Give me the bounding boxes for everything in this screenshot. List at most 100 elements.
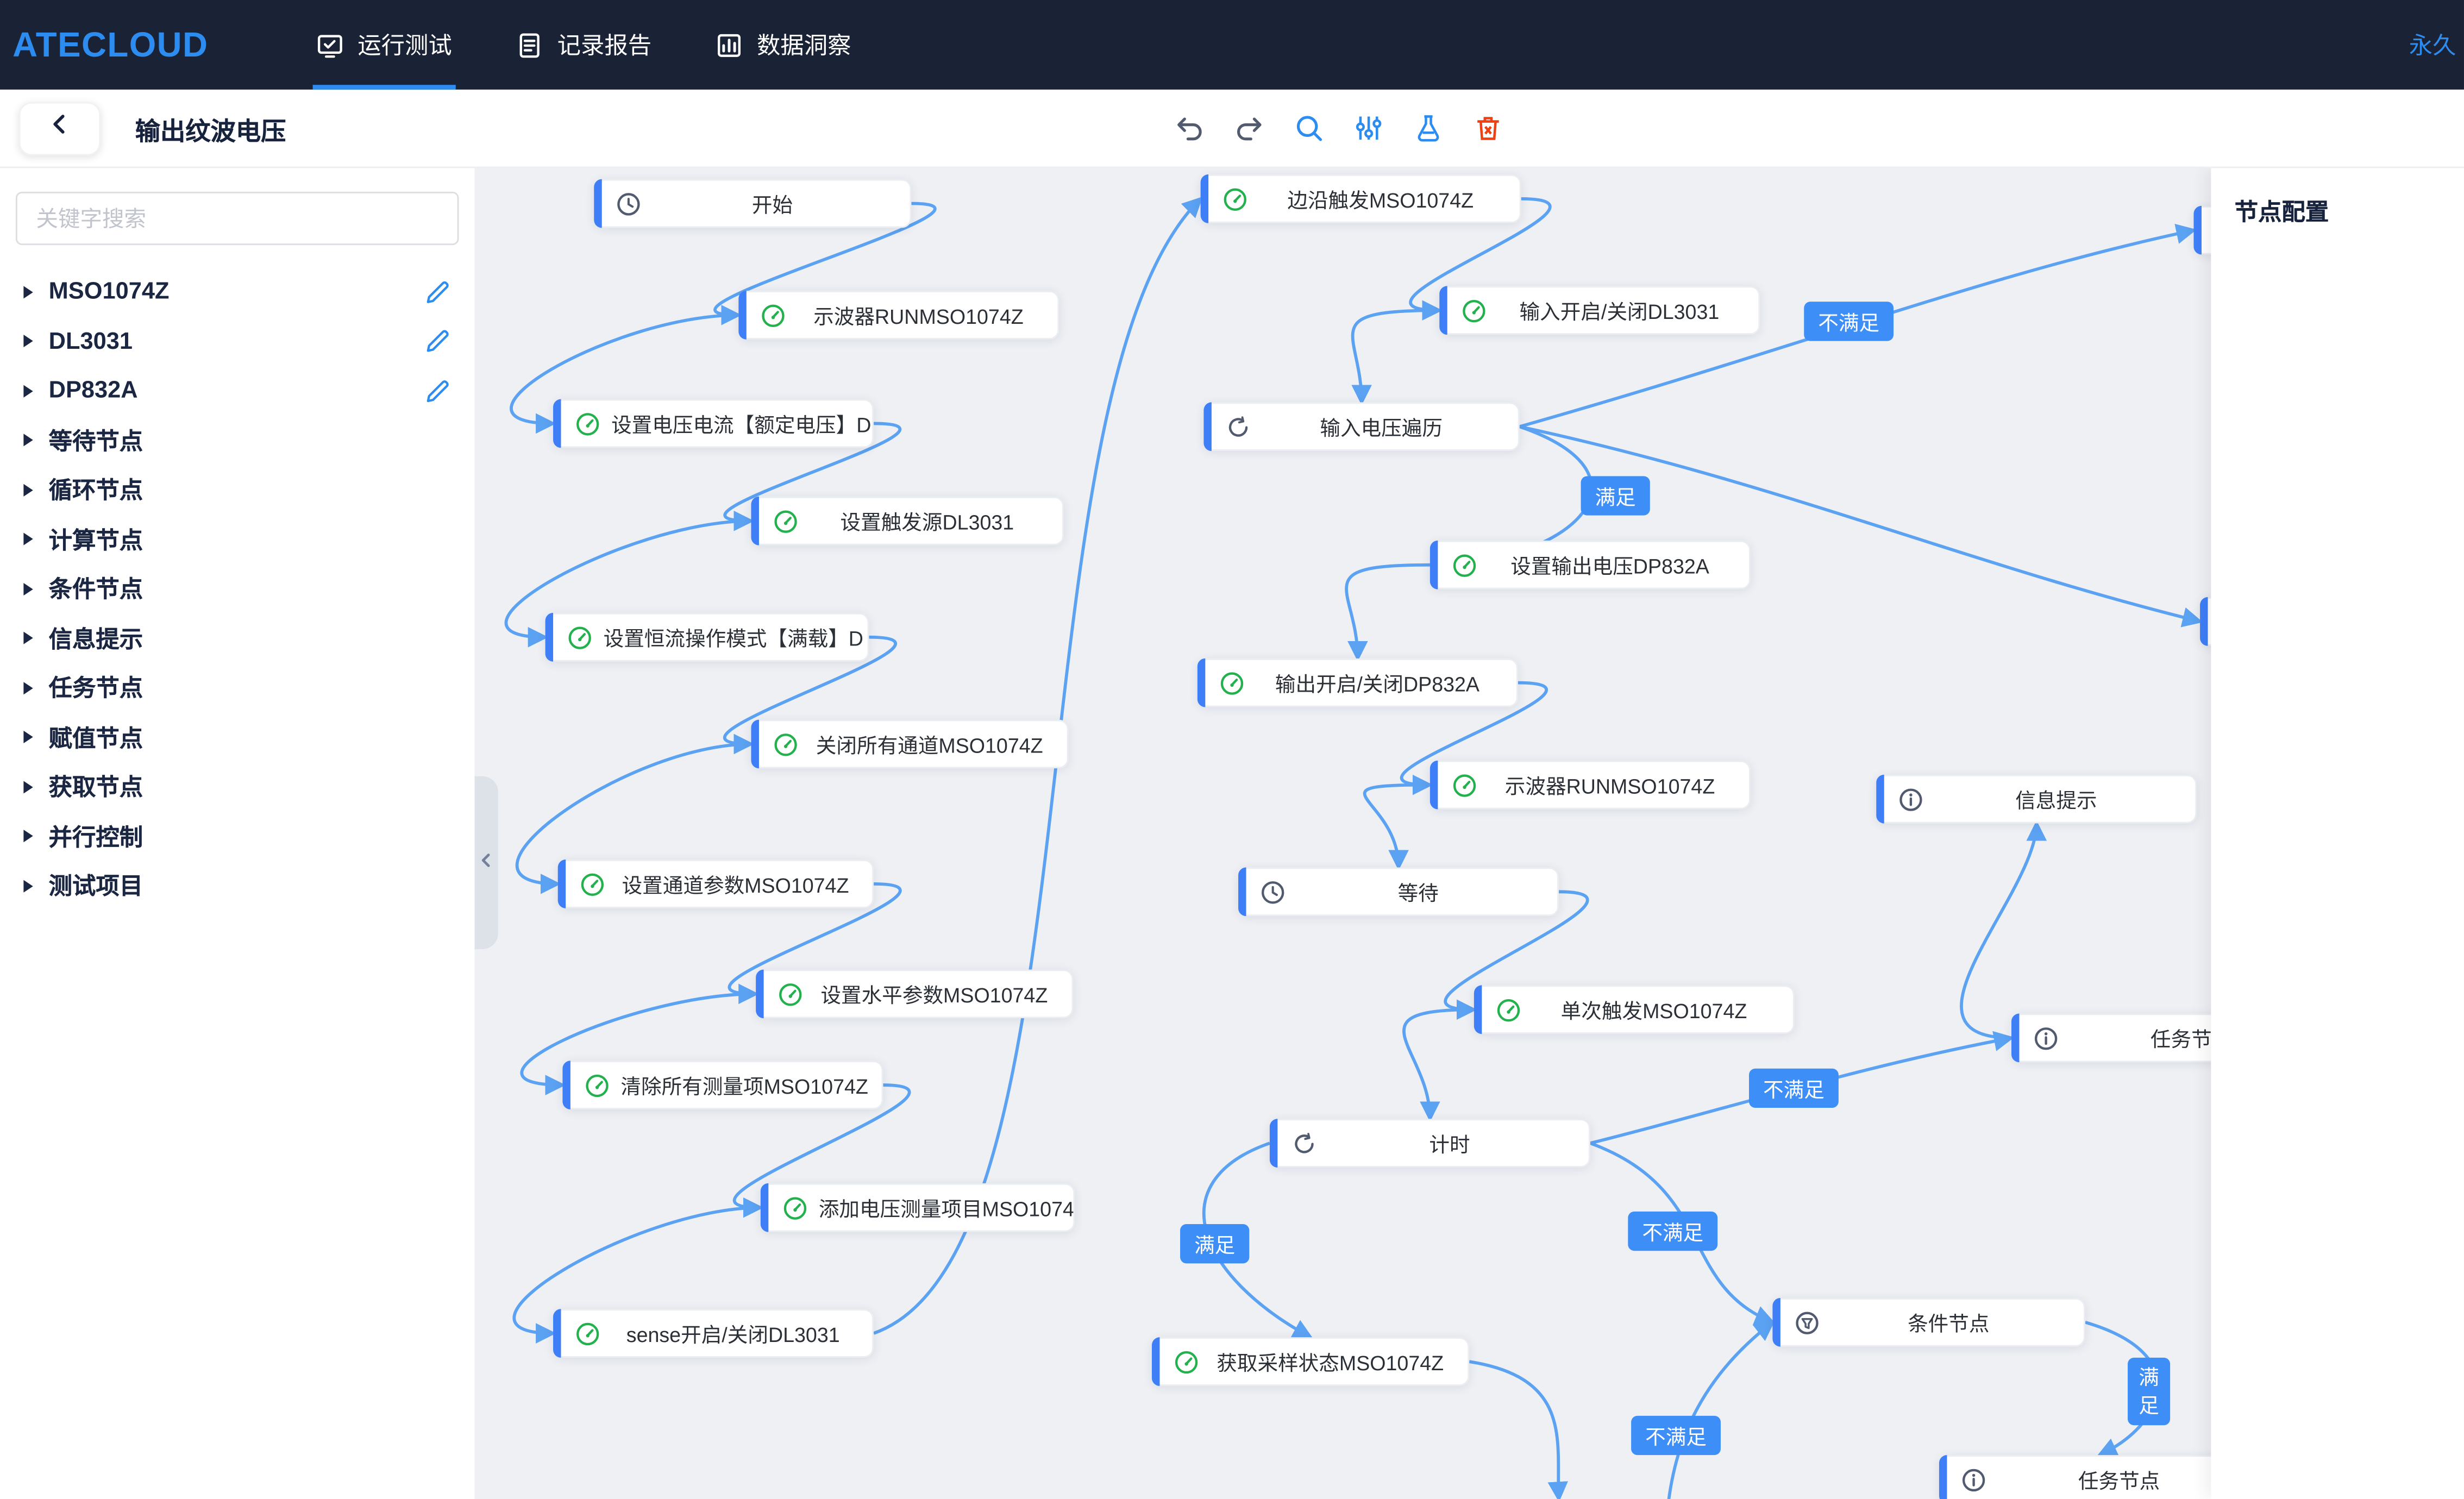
flow-node-n19[interactable]: 单次触发MSO1074Z <box>1474 985 1795 1034</box>
flow-node-n11[interactable]: sense开启/关闭DL3031 <box>553 1309 874 1358</box>
flow-edge[interactable] <box>713 202 937 325</box>
zoom-icon[interactable] <box>1293 111 1326 145</box>
caret-right-icon[interactable] <box>23 780 33 793</box>
edge-label-not-satisfied[interactable]: 不满足 <box>1628 1211 1718 1251</box>
edge-label-not-satisfied[interactable]: 不满足 <box>1749 1068 1839 1108</box>
flow-node-n13[interactable]: 输入开启/关闭DL3031 <box>1439 286 1760 335</box>
search-input[interactable] <box>15 191 459 246</box>
flow-node-n18[interactable]: 等待 <box>1238 867 1559 917</box>
flow-edge[interactable] <box>504 519 751 648</box>
flow-node-n20[interactable]: 计时 <box>1269 1119 1590 1168</box>
debug-test-icon[interactable] <box>1412 111 1445 145</box>
back-button[interactable] <box>18 101 101 155</box>
flow-node-n25[interactable]: 任务节点 <box>1939 1455 2211 1499</box>
flow-edge[interactable] <box>1345 563 1430 662</box>
flow-edge[interactable] <box>1519 425 2203 628</box>
flow-node-n23[interactable]: 任务节点 <box>2011 1013 2211 1063</box>
flow-edge[interactable] <box>510 313 739 434</box>
flow-edge[interactable] <box>728 882 902 1005</box>
palette-item-assign-node[interactable]: 赋值节点 <box>0 713 474 762</box>
palette-item-test-item[interactable]: 测试项目 <box>0 861 474 911</box>
caret-right-icon[interactable] <box>23 434 33 447</box>
edge-label-not-satisfied[interactable]: 不满足 <box>1804 302 1894 341</box>
flow-node-n10[interactable]: 添加电压测量项目MSO1074Z <box>760 1183 1075 1232</box>
flow-edge[interactable] <box>1409 197 1552 321</box>
adjust-params-icon[interactable] <box>1352 111 1385 145</box>
caret-right-icon[interactable] <box>23 582 33 595</box>
edit-pencil-icon[interactable] <box>423 327 451 355</box>
flow-node-n12[interactable]: 边沿触发MSO1074Z <box>1200 174 1521 223</box>
flow-edge[interactable] <box>723 422 902 531</box>
flow-edge[interactable] <box>1444 890 1589 1020</box>
flow-edge[interactable] <box>1469 1360 1569 1499</box>
caret-right-icon[interactable] <box>23 384 33 398</box>
undo-icon[interactable] <box>1173 111 1206 145</box>
edge-label-satisfied[interactable]: 满足 <box>1581 476 1650 516</box>
caret-right-icon[interactable] <box>23 830 33 843</box>
palette-item-dl3031[interactable]: DL3031 <box>0 317 474 366</box>
flow-node-n17[interactable]: 示波器RUNMSO1074Z <box>1430 760 1751 810</box>
caret-right-icon[interactable] <box>23 632 33 645</box>
flow-edge[interactable] <box>1351 309 1440 406</box>
flow-node-n22[interactable]: 信息提示 <box>1876 774 2197 824</box>
flow-node-n24[interactable]: 条件节点 <box>1772 1297 2085 1347</box>
flow-edge[interactable] <box>520 992 756 1095</box>
flow-edge[interactable] <box>723 635 897 755</box>
caret-right-icon[interactable] <box>23 285 33 298</box>
flow-edge[interactable] <box>512 1206 761 1344</box>
caret-right-icon[interactable] <box>23 335 33 348</box>
caret-right-icon[interactable] <box>23 533 33 546</box>
brand-logo[interactable]: ATECLOUD <box>12 24 209 64</box>
user-label[interactable]: 永久 <box>2409 33 2456 60</box>
flow-node-n4[interactable]: 设置触发源DL3031 <box>751 496 1064 545</box>
flow-edge[interactable] <box>1960 820 2047 1040</box>
redo-icon[interactable] <box>1233 111 1266 145</box>
flow-canvas[interactable]: 开始示波器RUNMSO1074Z 设置电压电流【额定电压】D 设置触发源DL3031… <box>474 168 2211 1499</box>
nav-tab-run-test[interactable]: 运行测试 <box>284 0 483 90</box>
palette-item-loop-node[interactable]: 循环节点 <box>0 465 474 515</box>
palette-item-info-node[interactable]: 信息提示 <box>0 613 474 663</box>
palette-item-condition-node[interactable]: 条件节点 <box>0 564 474 613</box>
flow-node-n5[interactable]: 设置恒流操作模式【满载】D <box>545 612 869 662</box>
sidebar-collapse-handle[interactable] <box>474 776 498 949</box>
edge-label-satisfied[interactable]: 满足 <box>1180 1224 1250 1264</box>
flow-node-n16[interactable]: 输出开启/关闭DP832A <box>1197 658 1518 707</box>
palette-item-mso1074z[interactable]: MSO1074Z <box>0 267 474 317</box>
caret-right-icon[interactable] <box>23 731 33 744</box>
flow-edge[interactable] <box>1667 1320 1775 1499</box>
palette-item-wait-node[interactable]: 等待节点 <box>0 416 474 465</box>
flow-edge[interactable] <box>515 742 751 894</box>
flow-edge[interactable] <box>1402 1008 1474 1122</box>
flow-node-n3[interactable]: 设置电压电流【额定电压】D <box>553 399 874 448</box>
flow-edge[interactable] <box>873 196 1203 1335</box>
flow-node-n21[interactable]: 获取采样状态MSO1074Z <box>1151 1337 1470 1386</box>
flow-node-n26[interactable] <box>2193 205 2211 255</box>
edit-pencil-icon[interactable] <box>423 278 451 306</box>
flow-edge[interactable] <box>732 1083 911 1218</box>
palette-item-parallel-node[interactable]: 并行控制 <box>0 812 474 861</box>
palette-item-task-node[interactable]: 任务节点 <box>0 663 474 713</box>
flow-node-n6[interactable]: 关闭所有通道MSO1074Z <box>751 719 1069 769</box>
flow-node-n14[interactable]: 输入电压遍历 <box>1203 402 1520 451</box>
flow-edge[interactable] <box>1363 783 1430 871</box>
nav-tab-record-report[interactable]: 记录报告 <box>484 0 683 90</box>
clear-canvas-icon[interactable] <box>1472 111 1505 145</box>
flow-node-n15[interactable]: 设置输出电压DP832A <box>1430 540 1751 589</box>
nav-tab-data-insight[interactable]: 数据洞察 <box>683 0 882 90</box>
edit-pencil-icon[interactable] <box>423 377 451 405</box>
flow-node-n27[interactable] <box>2200 597 2211 646</box>
flow-node-n8[interactable]: 设置水平参数MSO1074Z <box>756 969 1074 1019</box>
flow-node-n2[interactable]: 示波器RUNMSO1074Z <box>738 291 1059 340</box>
flow-node-n1[interactable]: 开始 <box>594 179 912 228</box>
caret-right-icon[interactable] <box>23 681 33 694</box>
edge-label-not-satisfied[interactable]: 不满足 <box>1631 1415 1721 1456</box>
palette-item-get-node[interactable]: 获取节点 <box>0 762 474 812</box>
caret-right-icon[interactable] <box>23 879 33 893</box>
caret-right-icon[interactable] <box>23 484 33 497</box>
flow-edge[interactable] <box>1400 681 1548 795</box>
flow-node-n7[interactable]: 设置通道参数MSO1074Z <box>557 860 874 908</box>
edge-label-satisfied[interactable]: 满足 <box>2128 1357 2171 1426</box>
flow-node-n9[interactable]: 清除所有测量项MSO1074Z <box>562 1061 883 1109</box>
palette-item-dp832a[interactable]: DP832A <box>0 366 474 416</box>
palette-item-compute-node[interactable]: 计算节点 <box>0 515 474 564</box>
